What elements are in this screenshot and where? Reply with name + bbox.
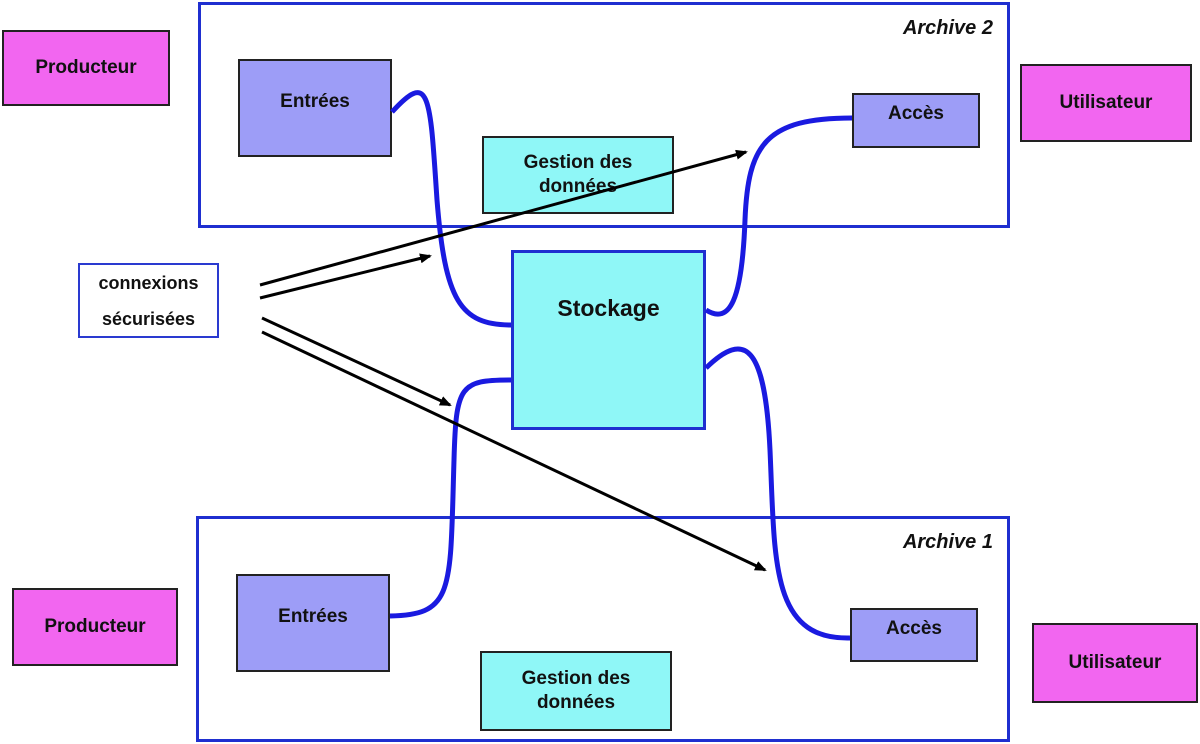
producer-top-box: Producteur bbox=[2, 30, 170, 106]
producer-bottom-box: Producteur bbox=[12, 588, 178, 666]
archive-2-title: Archive 2 bbox=[902, 17, 993, 39]
archive-1-title: Archive 1 bbox=[902, 531, 993, 553]
data-management-bottom-line2: données bbox=[536, 692, 616, 713]
user-top-label: Utilisateur bbox=[1059, 92, 1153, 113]
secure-connections-line1: connexions bbox=[98, 272, 199, 293]
data-management-top-box: Gestion des données bbox=[482, 136, 674, 214]
user-bottom-label: Utilisateur bbox=[1068, 652, 1162, 673]
secure-connections-line2: sécurisées bbox=[101, 308, 196, 329]
secure-connections-box: connexions sécurisées bbox=[78, 263, 219, 338]
data-management-top-line1: Gestion des bbox=[523, 152, 633, 173]
access-bottom-box: Accès bbox=[850, 608, 978, 662]
arrow-to-storage-lower bbox=[261, 316, 452, 407]
entries-bottom-box: Entrées bbox=[236, 574, 390, 672]
entries-top-label: Entrées bbox=[280, 91, 350, 112]
entries-top-box: Entrées bbox=[238, 59, 392, 157]
entries-bottom-label: Entrées bbox=[278, 606, 348, 627]
data-management-bottom-box: Gestion des données bbox=[480, 651, 672, 731]
user-bottom-box: Utilisateur bbox=[1032, 623, 1198, 703]
access-top-label: Accès bbox=[888, 103, 944, 124]
producer-bottom-label: Producteur bbox=[44, 616, 146, 637]
data-management-bottom-line1: Gestion des bbox=[521, 668, 631, 689]
access-bottom-label: Accès bbox=[886, 618, 942, 639]
storage-label: Stockage bbox=[557, 295, 660, 321]
arrow-to-storage-upper bbox=[259, 253, 432, 300]
user-top-box: Utilisateur bbox=[1020, 64, 1192, 142]
access-top-box: Accès bbox=[852, 93, 980, 148]
data-management-top-line2: données bbox=[538, 176, 618, 197]
storage-box: Stockage bbox=[511, 250, 706, 430]
producer-top-label: Producteur bbox=[35, 57, 137, 78]
